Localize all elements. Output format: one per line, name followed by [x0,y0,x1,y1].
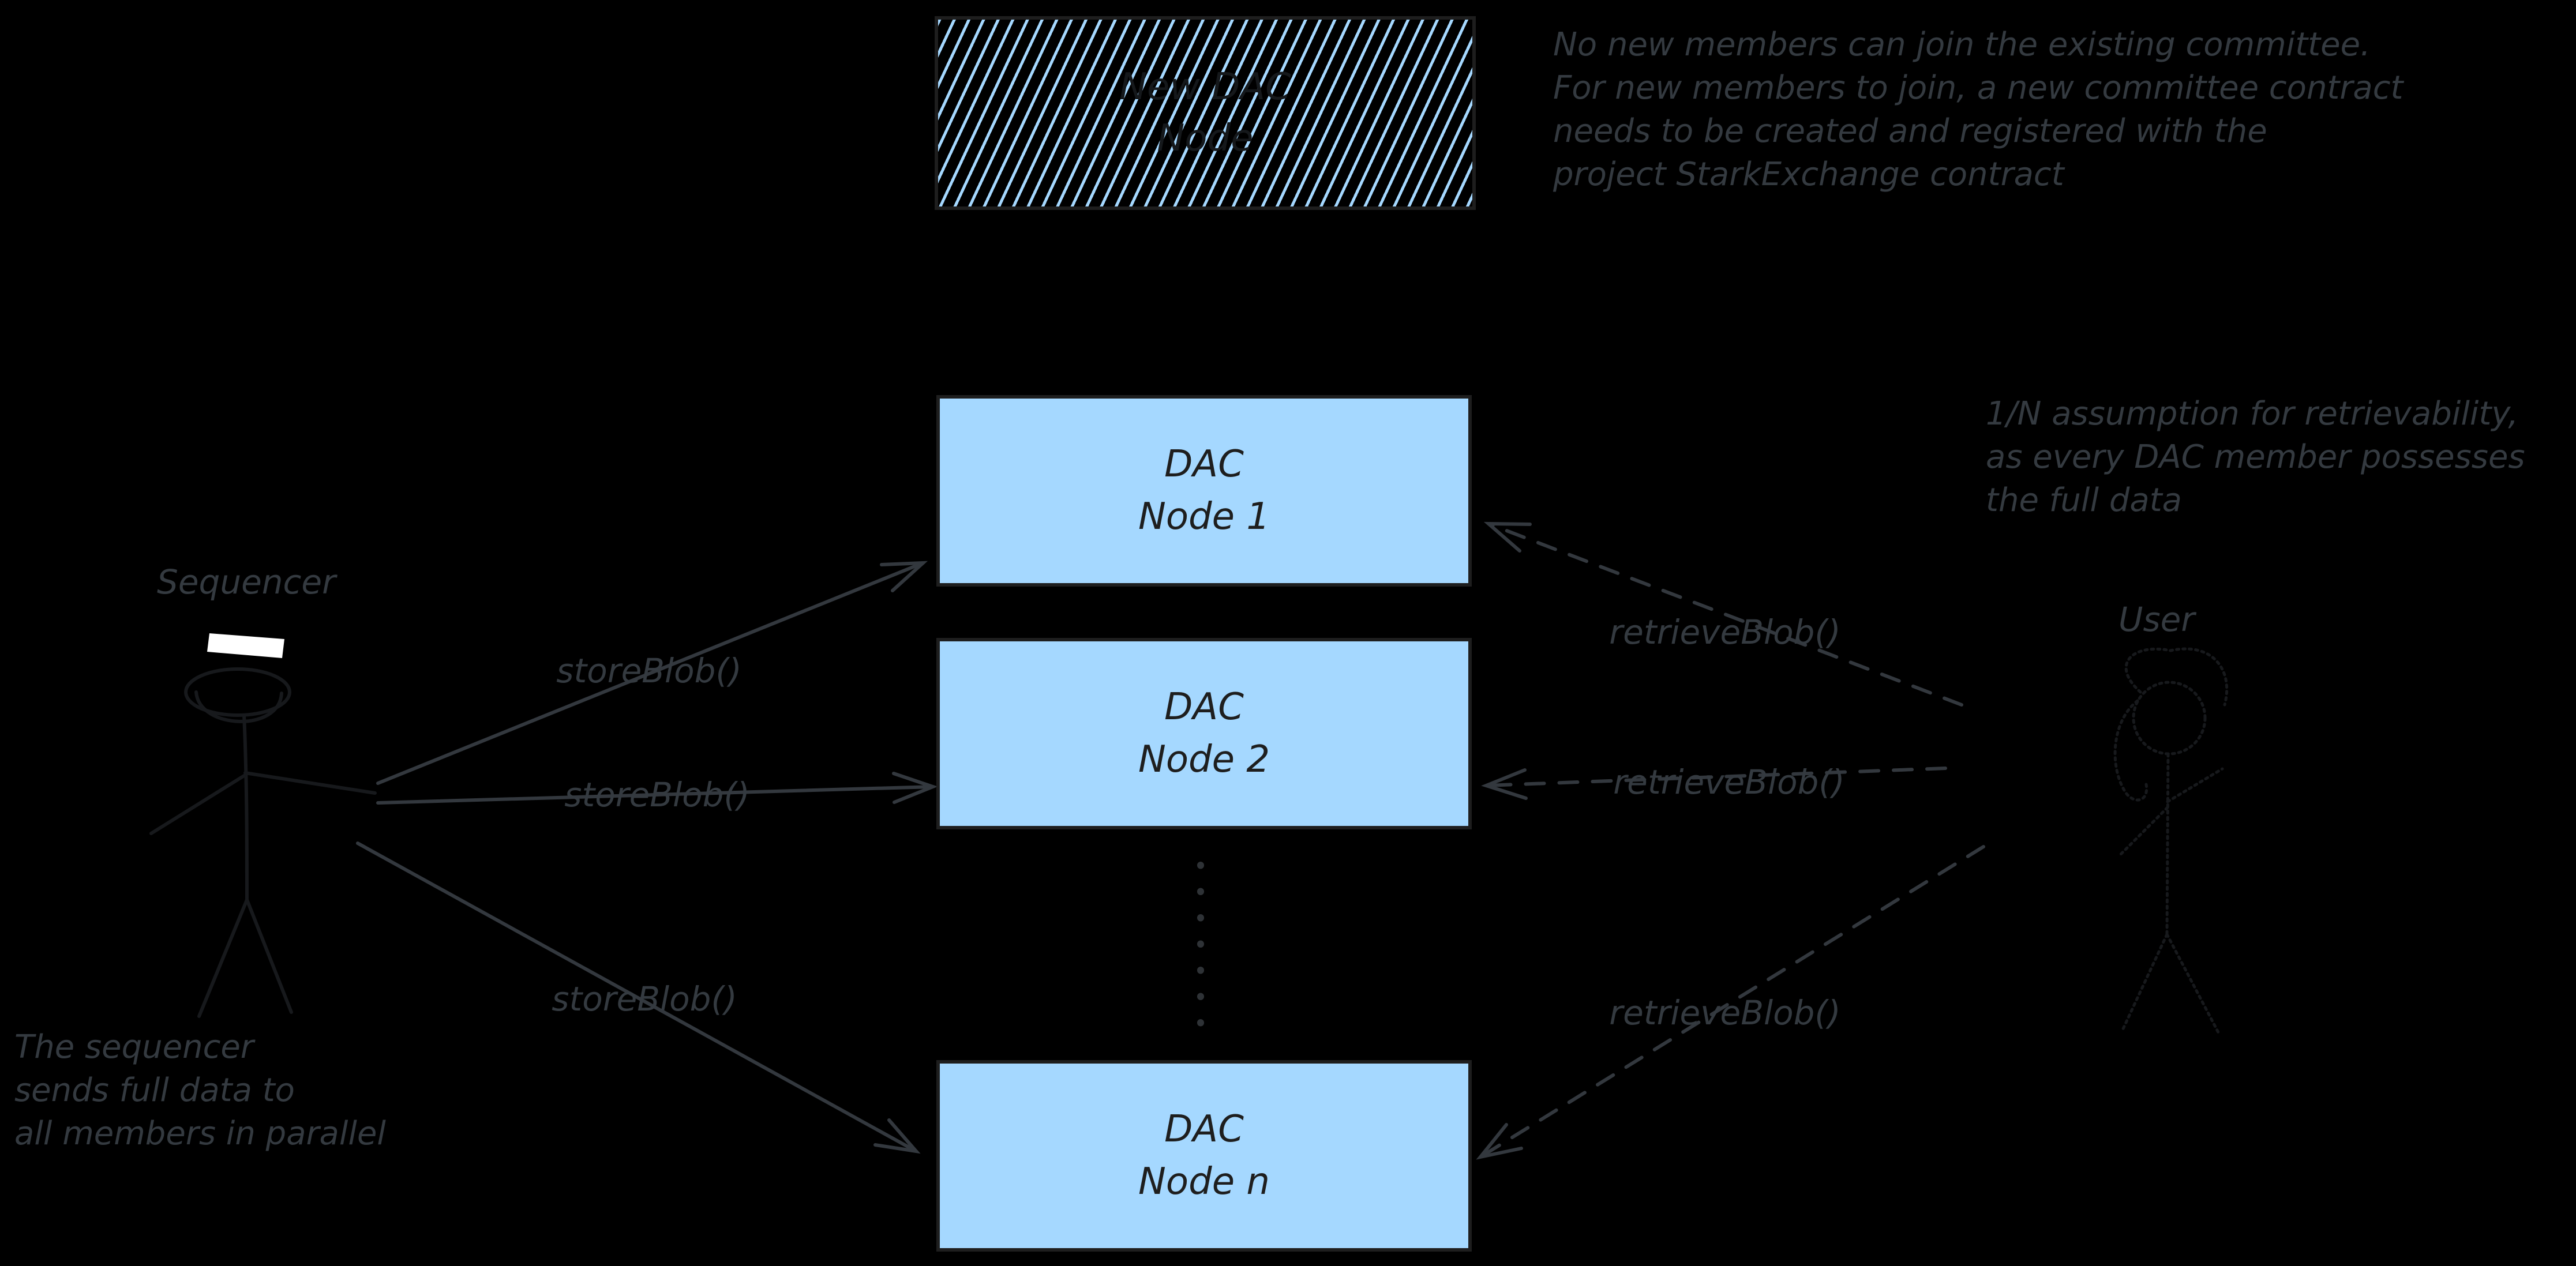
committee-annotation-line3: needs to be created and registered with … [1553,112,2267,150]
sequencer-left-leg [197,898,249,1018]
retrievability-annotation-line2: as every DAC member possesses [1986,438,2525,476]
committee-annotation-line2: For new members to join, a new committee… [1553,69,2403,107]
dac-node-n-label-line1: DAC [1164,1108,1244,1151]
user-body [2165,752,2170,936]
dac-node-1-label-line1: DAC [1164,443,1244,486]
store-arrow-node1 [376,561,925,785]
sequencer-figure [149,667,377,1018]
retrieve-arrow-node1-head [1483,521,1532,553]
dac-node-n-label-line2: Node n [1138,1160,1270,1203]
store-arrow-noden [356,842,918,1153]
retrieve-arrow-node2 [1484,767,1947,787]
new-dac-node-label-line2: Node [1157,117,1254,160]
sequencer-right-leg [245,898,293,1014]
dac-node-1-label-line2: Node 1 [1138,495,1270,538]
retrieve-blob-label-2: retrieveBlob() [1613,762,1845,802]
committee-annotation-line4: project StarkExchange contract [1553,156,2064,193]
user-right-arm [2166,767,2224,803]
dac-node-1-box: DAC Node 1 [936,395,1472,587]
user-left-leg [2120,933,2169,1033]
user-head [2132,681,2207,756]
retrieve-blob-label-3: retrieveBlob() [1609,993,1841,1032]
dac-node-2-label-line2: Node 2 [1138,738,1270,781]
store-arrow-node2 [376,785,935,805]
retrieve-arrows [1476,521,1985,1160]
user-label: User [2118,600,2195,639]
retrievability-annotation-line1: 1/N assumption for retrievability, [1986,395,2519,433]
committee-annotation-line1: No new members can join the existing com… [1553,26,2371,63]
sequencer-left-arm [149,774,246,835]
store-blob-label-1: storeBlob() [556,651,742,690]
user-hair [2124,647,2229,707]
store-blob-label-2: storeBlob() [564,775,750,814]
store-arrow-noden-head [873,1118,921,1154]
sequencer-head [194,690,283,723]
sequencer-label: Sequencer [157,562,336,602]
retrieve-arrow-noden-head [1476,1123,1523,1160]
user-right-leg [2165,933,2220,1034]
sequencer-note-line2: sends full data to [14,1072,295,1109]
new-dac-node-label-line1: New DAC [1119,66,1291,109]
store-arrow-node2-head [892,772,938,804]
retrievability-annotation-line3: the full data [1986,482,2182,519]
sequencer-note-line1: The sequencer [14,1028,254,1066]
sequencer-note-annotation: The sequencer sends full data to all mem… [14,1025,386,1155]
user-left-arm [2117,806,2169,858]
store-arrow-node1-head [880,561,928,592]
retrieve-arrow-node1 [1487,522,1963,707]
sequencer-hat-brim [184,667,291,717]
retrieve-arrow-node2-head [1481,768,1528,800]
committee-annotation: No new members can join the existing com… [1553,23,2403,196]
sequencer-note-line3: all members in parallel [14,1115,386,1152]
dac-node-2-label-line1: DAC [1164,686,1244,729]
user-figure [2113,647,2229,1034]
retrievability-annotation: 1/N assumption for retrievability, as ev… [1986,392,2525,522]
user-hair-left [2113,699,2148,802]
sequencer-right-arm [243,771,377,795]
sequencer-body [242,713,249,901]
dac-node-n-box: DAC Node n [936,1060,1472,1252]
store-arrows [356,561,938,1154]
retrieve-blob-label-1: retrieveBlob() [1609,613,1841,652]
dac-node-2-box: DAC Node 2 [936,638,1472,829]
store-blob-label-3: storeBlob() [552,979,737,1019]
sequencer-hat [207,633,284,658]
new-dac-node-box: New DAC Node [935,16,1476,210]
